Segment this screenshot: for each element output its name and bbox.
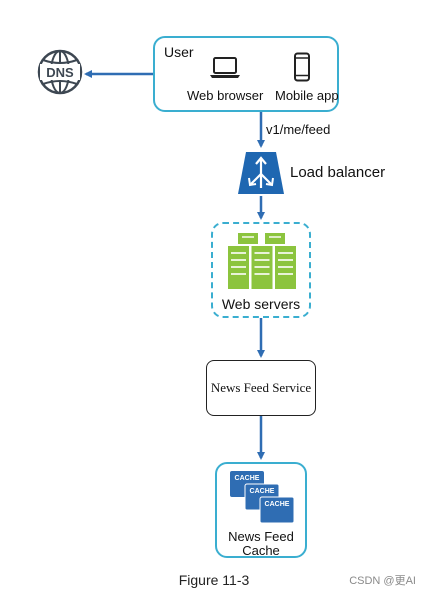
load-balancer-label: Load balancer: [290, 164, 386, 181]
watermark: CSDN @更AI: [349, 575, 416, 587]
user-box: User Web browser Mobile app: [153, 36, 339, 112]
globe-icon: DNS: [37, 49, 83, 95]
web-servers-label: Web servers: [221, 296, 301, 312]
cache-chip-label-2: CACHE: [250, 488, 275, 495]
load-balancer-icon: [238, 152, 284, 194]
edge-label-v1-me-feed: v1/me/feed: [266, 122, 331, 137]
laptop-icon: [210, 57, 240, 78]
news-feed-service-label: News Feed Service: [210, 380, 312, 395]
news-feed-service-box: News Feed Service: [206, 360, 316, 416]
cache-chip-3: CACHE: [259, 496, 295, 524]
cache-chip-label-3: CACHE: [265, 501, 290, 508]
mobile-app-label: Mobile app: [275, 88, 339, 103]
news-feed-cache-label: News Feed Cache: [217, 530, 305, 558]
dns-label: DNS: [46, 65, 74, 80]
news-feed-cache-label-line1: News Feed: [228, 529, 294, 544]
news-feed-cache-label-line2: Cache: [242, 543, 280, 558]
web-browser-label: Web browser: [187, 88, 264, 103]
mobile-phone-icon: [294, 52, 310, 82]
cache-chip-label-1: CACHE: [235, 475, 260, 482]
server-rack-icon: [228, 233, 296, 289]
figure-caption: Figure 11-3: [178, 572, 250, 588]
dns-node: DNS: [36, 48, 84, 96]
user-title: User: [164, 44, 194, 60]
news-feed-cache-box: CACHE CACHE CACHE News Feed Cache: [215, 462, 307, 558]
cache-stack-icon: CACHE CACHE CACHE: [230, 471, 295, 524]
web-servers-box: Web servers: [211, 222, 311, 318]
